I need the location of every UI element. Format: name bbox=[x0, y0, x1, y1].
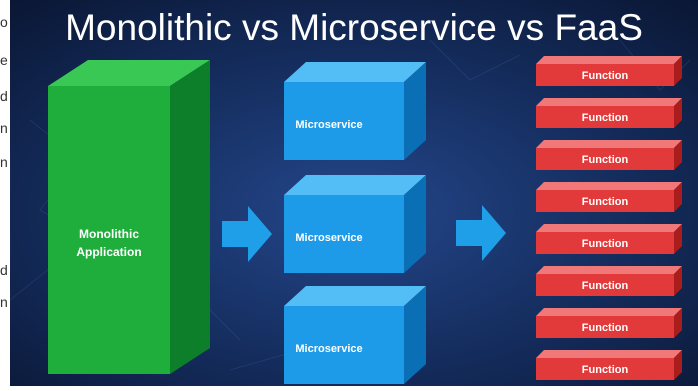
function-label: Function bbox=[582, 322, 629, 334]
monolith-label-line2: Application bbox=[76, 245, 141, 259]
edge-fragment: n bbox=[0, 294, 8, 310]
function-block: Function bbox=[536, 56, 682, 86]
function-block: Function bbox=[536, 350, 682, 380]
right-arrow-icon bbox=[456, 205, 506, 261]
function-block: Function bbox=[536, 140, 682, 170]
edge-fragment: n bbox=[0, 154, 8, 170]
edge-fragment: d bbox=[0, 262, 8, 278]
monolith-label-line1: Monolithic bbox=[79, 227, 139, 241]
function-block: Function bbox=[536, 308, 682, 338]
function-label: Function bbox=[582, 154, 629, 166]
edge-fragment: n bbox=[0, 120, 8, 136]
microservice-block: Microservice bbox=[284, 62, 426, 160]
microservice-label: Microservice bbox=[295, 232, 362, 244]
function-label: Function bbox=[582, 364, 629, 376]
function-label: Function bbox=[582, 238, 629, 250]
microservice-label: Microservice bbox=[295, 119, 362, 131]
function-stack: Function Function Function Function bbox=[536, 56, 682, 380]
function-label: Function bbox=[582, 112, 629, 124]
edge-fragment: d bbox=[0, 88, 8, 104]
function-label: Function bbox=[582, 280, 629, 292]
right-arrow-icon bbox=[222, 206, 272, 262]
monolith-side-face bbox=[170, 60, 210, 374]
edge-fragment: e bbox=[0, 52, 8, 68]
function-block: Function bbox=[536, 266, 682, 296]
microservice-block: Microservice bbox=[284, 175, 426, 273]
edge-fragment: o bbox=[0, 14, 8, 30]
function-block: Function bbox=[536, 98, 682, 128]
monolith-block: Monolithic Application bbox=[48, 60, 210, 374]
function-block: Function bbox=[536, 182, 682, 212]
microservice-block: Microservice bbox=[284, 286, 426, 384]
monolith-front-face bbox=[48, 86, 170, 374]
monolith-top-face bbox=[48, 60, 210, 86]
function-block: Function bbox=[536, 224, 682, 254]
microservice-label: Microservice bbox=[295, 343, 362, 355]
slide-title: Monolithic vs Microservice vs FaaS bbox=[65, 7, 643, 48]
function-label: Function bbox=[582, 196, 629, 208]
function-label: Function bbox=[582, 70, 629, 82]
